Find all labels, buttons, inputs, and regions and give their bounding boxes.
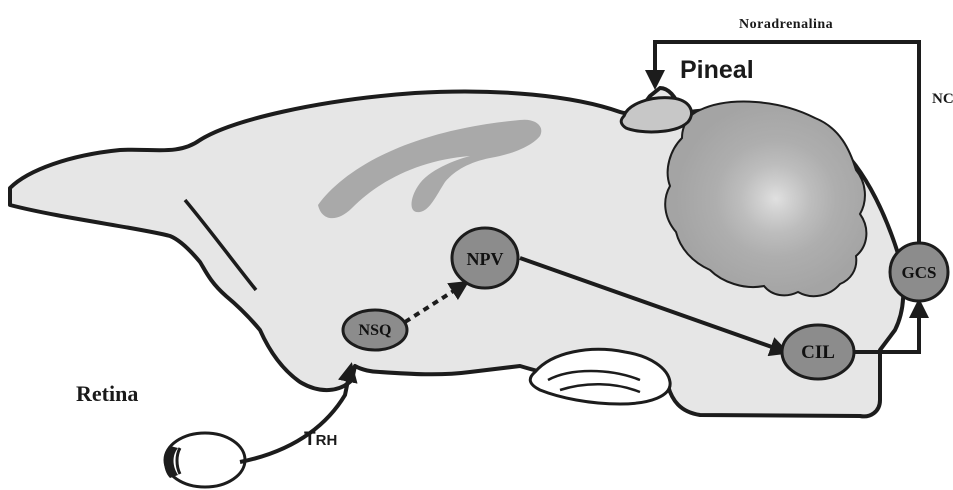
- pineal-label: Pineal: [680, 58, 754, 83]
- trh-label: TRH: [304, 430, 337, 449]
- cil-label: CIL: [778, 343, 858, 362]
- eye-icon: [164, 433, 245, 487]
- npv-label: NPV: [445, 250, 525, 268]
- trh-label-t: T: [304, 429, 316, 450]
- noradrenalina-label: Noradrenalina: [739, 18, 833, 32]
- nc-label: NC: [932, 92, 953, 107]
- pineal-gland: [621, 98, 691, 132]
- trh-label-rh: RH: [316, 432, 338, 449]
- retina-label: Retina: [76, 383, 138, 405]
- nsq-label: NSQ: [335, 323, 415, 339]
- gcs-label: GCS: [879, 264, 953, 281]
